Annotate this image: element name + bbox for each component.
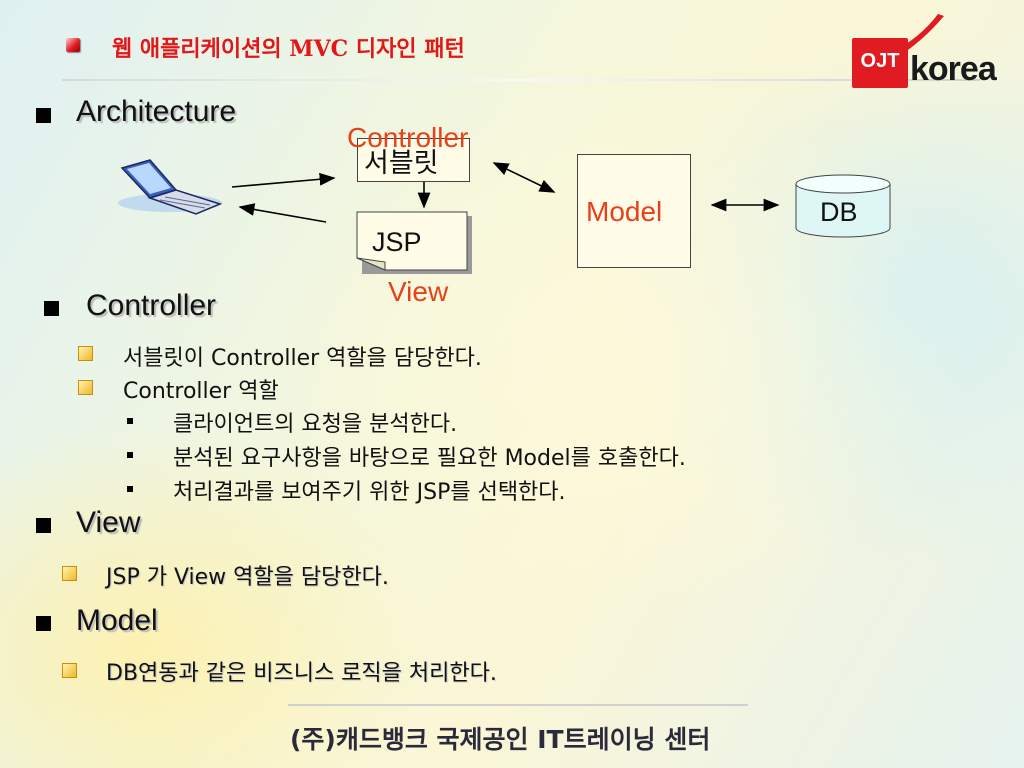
controller-sub-3: 처리결과를 보여주기 위한 JSP를 선택한다.: [173, 480, 566, 505]
section-heading-view: View: [76, 506, 141, 539]
model-box: [577, 154, 691, 268]
controller-sub-1: 클라이언트의 요청을 분석한다.: [173, 412, 458, 437]
db-cylinder-shape: [795, 174, 891, 238]
view-item-1: JSP 가 View 역할을 담당한다.: [106, 565, 389, 590]
footer-text: (주)캐드뱅크 국제공인 IT트레이닝 센터: [290, 725, 711, 754]
view-label: View: [388, 276, 449, 307]
logo-korea-text: korea: [910, 50, 997, 88]
view-bullet-icon: [36, 518, 51, 533]
bullet-icon: [78, 346, 93, 361]
section-heading-architecture: Architecture: [76, 95, 237, 128]
logo-ojt-text: OJT: [860, 50, 900, 72]
section-heading-controller: Controller: [86, 289, 217, 322]
controller-sub-2: 분석된 요구사항을 바탕으로 필요한 Model를 호출한다.: [173, 446, 686, 471]
architecture-diagram: [118, 159, 891, 274]
header-divider: [62, 79, 980, 81]
controller-label: Controller: [347, 122, 469, 153]
controller-bullet-icon: [44, 301, 59, 316]
arrow-to-client: [238, 203, 327, 223]
db-label: DB: [820, 197, 858, 227]
bullet-icon: [62, 566, 77, 581]
model-item-1: DB연동과 같은 비즈니스 로직을 처리한다.: [106, 661, 497, 686]
logo-red-box: [852, 38, 908, 88]
section-heading-model: Model: [76, 604, 158, 637]
controller-item-2: Controller 역할: [123, 379, 279, 404]
model-label: Model: [586, 196, 663, 227]
servlet-label: 서블릿: [364, 148, 439, 178]
model-bullet-icon: [36, 616, 51, 631]
bullet-icon: [62, 663, 77, 678]
jsp-page-shape: [356, 211, 472, 274]
laptop-icon: [118, 159, 223, 215]
footer-divider: [288, 704, 748, 706]
arrow-servlet-model: [492, 162, 556, 193]
page-title: 웹 애플리케이션의 MVC 디자인 패턴: [112, 36, 465, 62]
title-bullet-icon: [66, 38, 80, 52]
architecture-bullet-icon: [36, 108, 51, 123]
sub-bullet-icon: [127, 486, 133, 492]
arrow-client-to-servlet: [231, 172, 336, 188]
sub-bullet-icon: [127, 452, 133, 458]
jsp-label: JSP: [372, 227, 422, 257]
controller-item-1: 서블릿이 Controller 역할을 담당한다.: [123, 346, 482, 371]
ojt-korea-logo: OJT korea: [852, 10, 1012, 88]
servlet-box: [357, 138, 470, 182]
sub-bullet-icon: [127, 418, 133, 424]
bullet-icon: [78, 380, 93, 395]
